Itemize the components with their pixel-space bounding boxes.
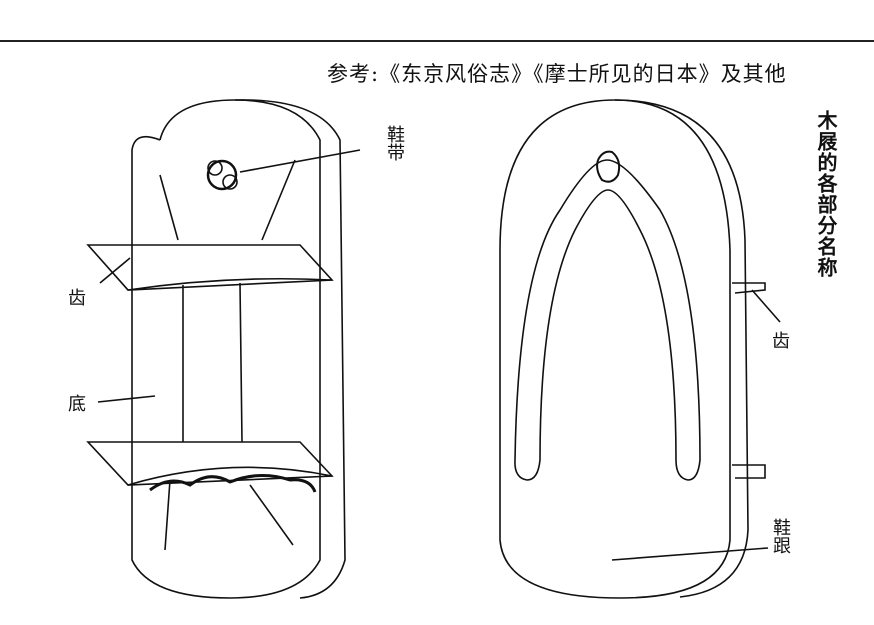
right-geta xyxy=(499,99,781,599)
label-base: 底 xyxy=(68,394,86,415)
reference-caption: 参考:《东京风俗志》《摩士所见的日本》及其他 xyxy=(327,62,787,86)
header-rule xyxy=(0,40,874,42)
label-strap: 鞋带 xyxy=(384,125,405,161)
label-heel: 鞋跟 xyxy=(770,518,791,554)
figure-title: 木屐的各部分名称 xyxy=(814,110,838,278)
label-teeth-left: 齿 xyxy=(68,288,86,309)
label-teeth-right: 齿 xyxy=(772,331,790,352)
left-geta xyxy=(86,99,361,599)
